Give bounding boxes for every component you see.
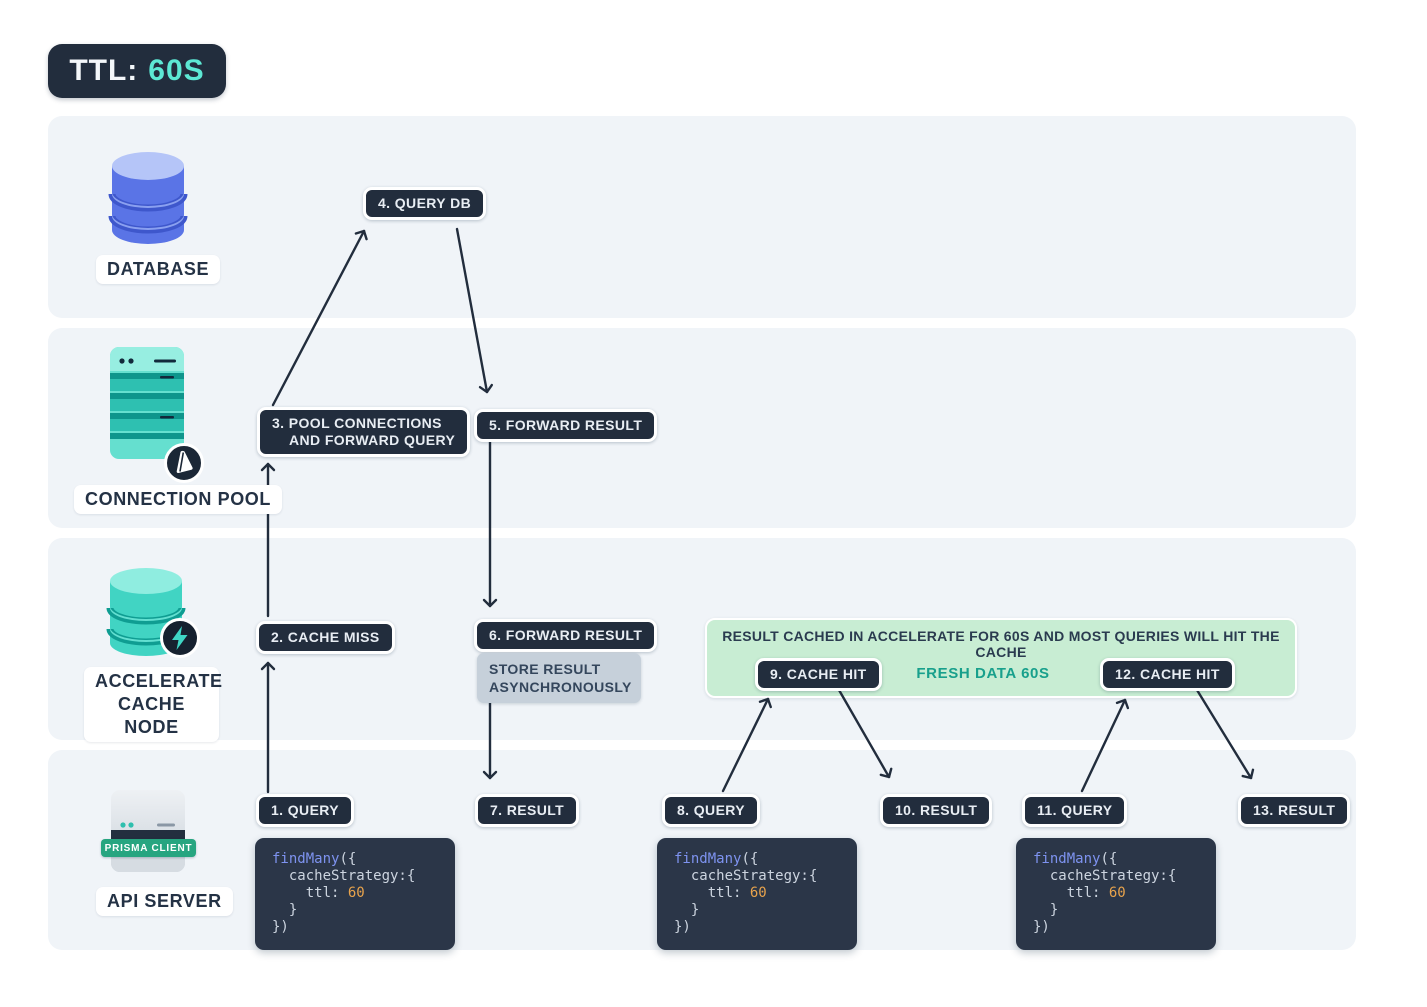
code3-open: ({	[1100, 851, 1118, 867]
step-6-forward-result: 6. FORWARD RESULT	[474, 619, 658, 652]
code2-line4: }	[674, 902, 700, 918]
code1-ttl-value: 60	[347, 885, 365, 901]
code-snippet-3: findMany({ cacheStrategy:{ ttl: 60 } })	[1016, 838, 1216, 950]
code1-line4: }	[272, 902, 298, 918]
store-note-line1: STORE RESULT	[489, 661, 601, 677]
step-12-cache-hit: 12. CACHE HIT	[1100, 658, 1235, 691]
accelerate-cache-label: ACCELERATE CACHE NODE	[84, 667, 223, 742]
code2-ttl-value: 60	[749, 885, 767, 901]
code-snippet-2: findMany({ cacheStrategy:{ ttl: 60 } })	[657, 838, 857, 950]
cache-banner-text: RESULT CACHED IN ACCELERATE FOR 60S AND …	[722, 628, 1280, 660]
code2-line2: cacheStrategy:{	[674, 868, 818, 884]
prisma-logo-icon	[164, 443, 204, 483]
code1-line5: })	[272, 919, 289, 935]
band-database	[48, 116, 1356, 318]
code1-open: ({	[339, 851, 357, 867]
code-snippet-1: findMany({ cacheStrategy:{ ttl: 60 } })	[255, 838, 455, 950]
connection-pool-label: CONNECTION POOL	[74, 485, 283, 514]
code3-fn: findMany	[1033, 851, 1101, 867]
accelerate-cache-icon	[106, 568, 186, 656]
step-2-cache-miss: 2. CACHE MISS	[256, 621, 395, 654]
step-10-result: 10. RESULT	[880, 794, 993, 827]
code2-line5: })	[674, 919, 691, 935]
step-11-query: 11. QUERY	[1022, 794, 1128, 827]
step-4-query-db: 4. QUERY DB	[363, 187, 487, 220]
code2-ttl-key: ttl:	[674, 885, 750, 901]
code3-line5: })	[1033, 919, 1050, 935]
database-icon	[108, 152, 188, 244]
code1-ttl-key: ttl:	[272, 885, 348, 901]
database-label: DATABASE	[96, 255, 221, 284]
store-note-line2: ASYNCHRONOUSLY	[489, 679, 632, 695]
code3-line2: cacheStrategy:{	[1033, 868, 1177, 884]
api-server-label: API SERVER	[96, 887, 233, 916]
code1-line2: cacheStrategy:{	[272, 868, 416, 884]
step-13-result: 13. RESULT	[1238, 794, 1351, 827]
lightning-icon	[160, 618, 200, 658]
store-result-note: STORE RESULT ASYNCHRONOUSLY	[477, 653, 641, 703]
api-server-icon	[111, 790, 185, 872]
code2-fn: findMany	[674, 851, 742, 867]
step-9-cache-hit: 9. CACHE HIT	[755, 658, 882, 691]
step-3-line1: 3. POOL CONNECTIONS	[272, 415, 442, 431]
step-3-pool-connections: 3. POOL CONNECTIONS AND FORWARD QUERY	[257, 407, 471, 457]
prisma-client-badge: PRISMA CLIENT	[101, 839, 196, 857]
step-8-query: 8. QUERY	[662, 794, 761, 827]
accelerate-label-line2: CACHE NODE	[117, 694, 185, 737]
code3-ttl-value: 60	[1108, 885, 1126, 901]
step-1-query: 1. QUERY	[256, 794, 355, 827]
accelerate-label-line1: ACCELERATE	[95, 671, 223, 691]
step-7-result: 7. RESULT	[475, 794, 580, 827]
step-3-line2: AND FORWARD QUERY	[289, 432, 456, 448]
ttl-value: 60S	[148, 54, 205, 87]
ttl-badge: TTL: 60S	[48, 44, 226, 98]
fresh-data-label: FRESH DATA 60S	[916, 665, 1050, 682]
step-5-forward-result: 5. FORWARD RESULT	[474, 409, 658, 442]
code2-open: ({	[741, 851, 759, 867]
ttl-label: TTL:	[69, 54, 139, 87]
code1-fn: findMany	[272, 851, 340, 867]
code3-ttl-key: ttl:	[1033, 885, 1109, 901]
code3-line4: }	[1033, 902, 1059, 918]
connection-pool-icon	[110, 347, 184, 459]
